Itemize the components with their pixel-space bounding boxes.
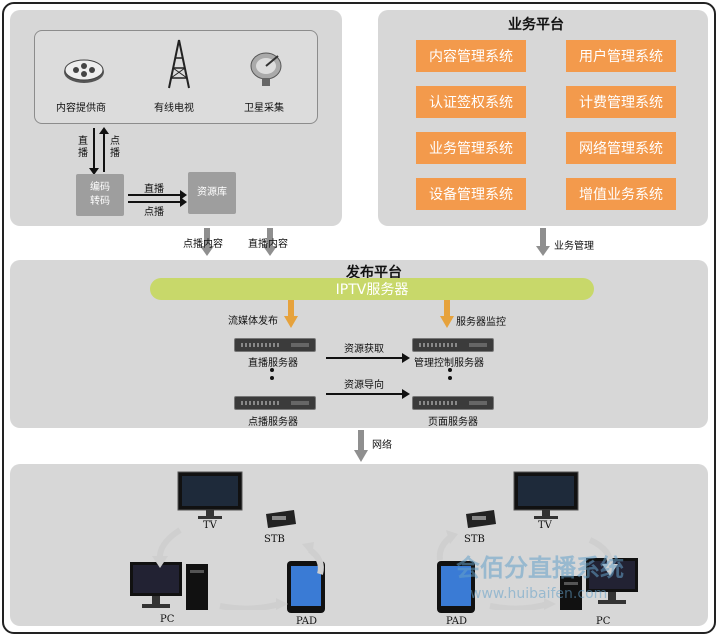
vod-content-arrow: [200, 228, 214, 256]
tv-label-right: TV: [538, 520, 552, 531]
antenna-tower-icon: [168, 39, 190, 89]
vod-server-icon: [234, 396, 316, 410]
resource-repository-box: 资源库: [188, 172, 236, 214]
repo-vod-label: 点播: [144, 207, 164, 218]
page-server-icon: [412, 396, 494, 410]
watermark-url: www.huibaifen.com: [470, 586, 608, 602]
vod-server-label: 点播服务器: [248, 417, 298, 428]
film-reel-icon: [64, 59, 104, 83]
live-content-arrow: [263, 228, 277, 256]
resource-guide-arrow: [326, 389, 410, 399]
system-auth: 认证签权系统: [416, 86, 526, 118]
stream-release-label: 流媒体发布: [228, 316, 278, 327]
cycle-arrows-right: [436, 530, 618, 610]
business-mgmt-label: 业务管理: [554, 241, 594, 252]
pad-label-right: PAD: [446, 616, 468, 627]
system-user-mgmt: 用户管理系统: [566, 40, 676, 72]
stb-icon-left: [266, 510, 296, 528]
iptv-server-bar: IPTV服务器: [150, 278, 594, 300]
system-content-mgmt: 内容管理系统: [416, 40, 526, 72]
pad-label-left: PAD: [296, 616, 318, 627]
encode-live-label: 直播: [78, 136, 88, 159]
publish-platform-title: 发布平台: [346, 265, 402, 281]
watermark-text: 会佰分直播系统: [456, 554, 624, 582]
pc-label-left: PC: [160, 614, 175, 625]
tv-icon-right: [513, 471, 579, 519]
server-monitor-arrow: [440, 300, 454, 328]
content-provider-label: 内容提供商: [56, 103, 106, 114]
stb-icon-right: [466, 510, 496, 528]
pad-icon-left: [287, 561, 325, 613]
business-mgmt-arrow: [536, 228, 550, 256]
resource-fetch-label: 资源获取: [344, 344, 384, 355]
encode-vod-label: 点播: [110, 136, 120, 159]
encode-transcode-box: 编码转码: [76, 174, 124, 216]
page-server-label: 页面服务器: [428, 417, 478, 428]
stb-label-left: STB: [264, 534, 285, 545]
tv-label-left: TV: [203, 520, 217, 531]
pc-icon-right: [560, 558, 638, 610]
terminal-panel: [10, 464, 708, 626]
pc-icon-left: [130, 562, 208, 610]
system-value-added: 增值业务系统: [566, 178, 676, 210]
pc-label-right: PC: [596, 616, 611, 627]
encode-repo-arrows: [128, 190, 187, 207]
resource-guide-label: 资源导向: [344, 380, 384, 391]
mgmt-server-icon: [412, 338, 494, 352]
system-device-mgmt: 设备管理系统: [416, 178, 526, 210]
system-billing: 计费管理系统: [566, 86, 676, 118]
stb-label-right: STB: [464, 534, 485, 545]
live-server-icon: [234, 338, 316, 352]
system-business-mgmt: 业务管理系统: [416, 132, 526, 164]
source-encode-arrows: [89, 127, 109, 175]
cable-tv-label: 有线电视: [154, 103, 194, 114]
live-server-label: 直播服务器: [248, 358, 298, 369]
cycle-arrows-left: [152, 527, 324, 610]
satellite-label: 卫星采集: [244, 103, 284, 114]
live-content-label: 直播内容: [248, 239, 288, 250]
vod-content-label: 点播内容: [183, 239, 223, 250]
mgmt-server-label: 管理控制服务器: [414, 358, 484, 369]
stream-release-arrow: [284, 300, 298, 328]
satellite-dish-icon: [250, 52, 282, 86]
business-platform-title: 业务平台: [508, 17, 564, 33]
ellipsis-dots-left: [270, 368, 274, 382]
resource-fetch-arrow: [326, 353, 410, 363]
ellipsis-dots-right: [448, 368, 452, 382]
network-arrow: [354, 430, 368, 462]
repo-live-label: 直播: [144, 184, 164, 195]
network-label: 网络: [372, 440, 392, 451]
tv-icon-left: [177, 471, 243, 519]
pad-icon-right: [437, 561, 475, 613]
server-monitor-label: 服务器监控: [456, 317, 506, 328]
system-network-mgmt: 网络管理系统: [566, 132, 676, 164]
